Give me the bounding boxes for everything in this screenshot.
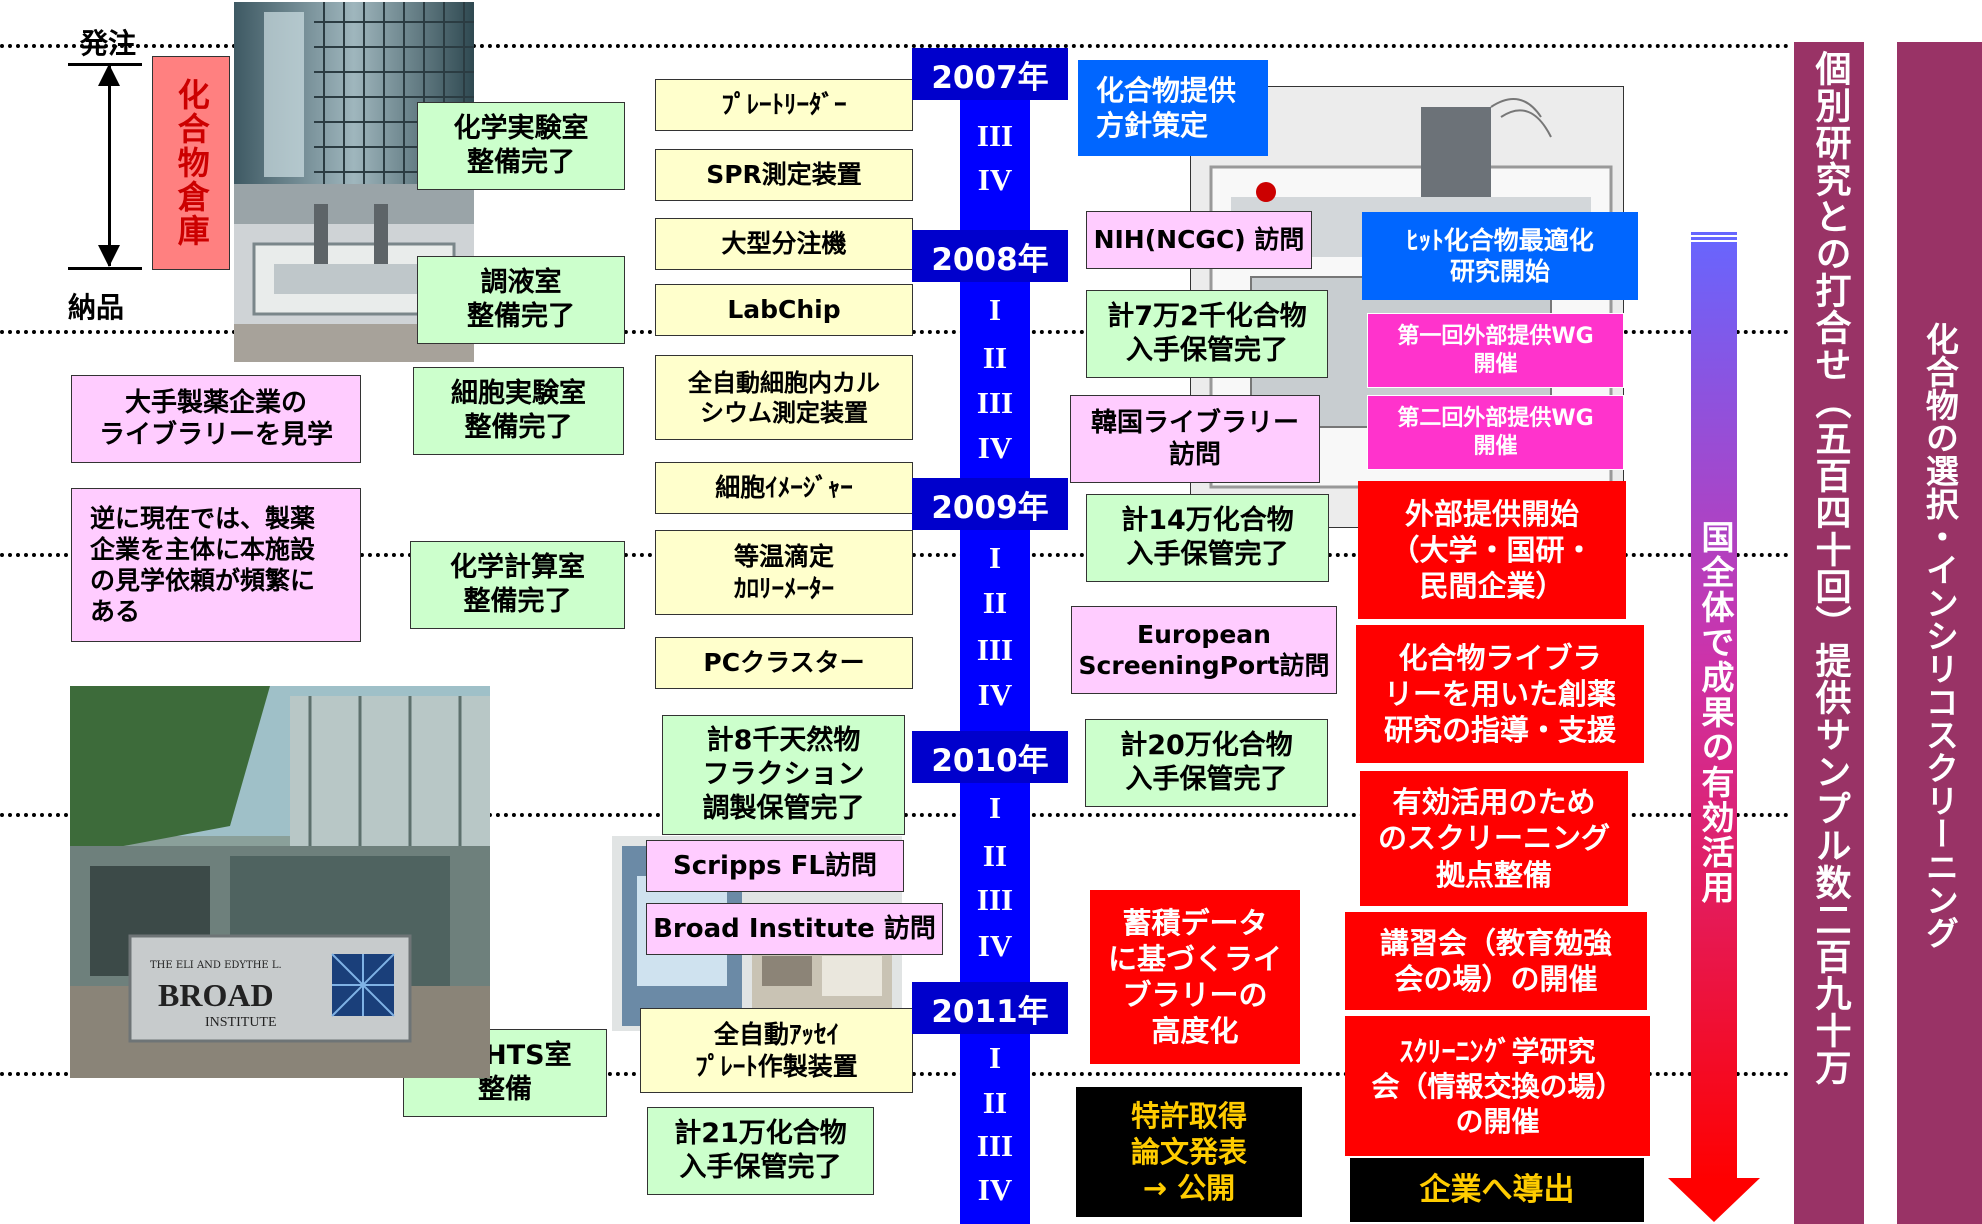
wg-second: 第二回外部提供WG 開催 [1367,395,1624,470]
equipment-plate-reader: ﾌﾟﾚｰﾄﾘｰﾀﾞｰ [655,79,913,131]
quarter-label: I [988,1040,1002,1075]
visit-scripps: Scripps FL訪問 [646,840,904,892]
equipment-labchip: LabChip [655,284,913,336]
wg-first: 第一回外部提供WG 開催 [1367,313,1624,388]
pharma-library-visit: 大手製薬企業の ライブラリーを見学 [71,375,361,463]
library-advancement: 蓄積データ に基づくライ ブラリーの 高度化 [1090,890,1300,1064]
equipment-spr: SPR測定装置 [655,149,913,201]
quarter-label: III [976,118,1014,153]
room-solution-prep: 調液室 整備完了 [417,256,625,344]
room-chemistry-lab: 化学実験室 整備完了 [417,102,625,190]
equipment-pc-cluster: PCクラスター [655,637,913,689]
arrow-up-icon [98,64,120,86]
quarter-label: II [982,1085,1008,1120]
year-2008: 2008年 [912,230,1068,282]
screening-base: 有効活用のため のスクリーニング 拠点整備 [1360,771,1628,906]
quarter-label: IV [977,1172,1013,1207]
quarter-label: IV [977,430,1013,465]
room-computational: 化学計算室 整備完了 [410,541,625,629]
industry-transfer: 企業へ導出 [1350,1158,1644,1222]
year-2011: 2011年 [912,982,1068,1034]
quarter-label: IV [977,677,1013,712]
broad-sign-small: THE ELI AND EDYTHE L. [150,960,282,971]
warehouse-label: 化合物倉庫 [152,56,230,270]
year-2009: 2009年 [912,478,1068,530]
total-140k: 計14万化合物 入手保管完了 [1086,494,1329,582]
nationwide-label: 国全体で成果の有効活用 [1696,520,1735,905]
quarter-label: I [988,292,1002,327]
delivery-bar [68,267,142,270]
broad-institute-photo: THE ELI AND EDYTHE L. BROAD INSTITUTE [70,686,490,1078]
year-2010: 2010年 [912,731,1068,783]
policy-box: 化合物提供 方針策定 [1078,60,1268,156]
nationwide-arrow [1691,230,1737,1180]
quarter-label: II [982,838,1008,873]
broad-sign-big: BROAD [158,977,274,1013]
quarter-label: II [982,585,1008,620]
fraction-total: 計8千天然物 フラクション 調製保管完了 [662,715,905,835]
arrow-down-icon [98,245,120,267]
reverse-visit-note: 逆に現在では、製薬 企業を主体に本施設 の見学依頼が頻繁に ある [71,488,361,642]
broad-sign-sub: INSTITUTE [205,1015,277,1030]
delivery-label: 納品 [68,291,125,324]
room-cell-lab: 細胞実験室 整備完了 [413,367,624,455]
visit-broad: Broad Institute 訪問 [646,903,943,955]
warehouse-rack-photo [234,2,474,184]
visit-nih: NIH(NCGC) 訪問 [1086,211,1312,269]
quarter-label: I [988,790,1002,825]
drug-discovery-guidance: 化合物ライブラ リーを用いた創薬 研究の指導・支援 [1356,625,1644,763]
equipment-dispenser: 大型分注機 [655,218,913,270]
quarter-label: II [982,340,1008,375]
visit-european: European ScreeningPort訪問 [1071,606,1337,694]
order-label: 発注 [80,27,137,60]
visit-korea: 韓国ライブラリー 訪問 [1070,395,1320,483]
quarter-label: I [988,540,1002,575]
total-200k: 計20万化合物 入手保管完了 [1085,719,1328,807]
hit-optimization: ﾋｯﾄ化合物最適化 研究開始 [1362,212,1638,300]
order-arrow [108,66,111,266]
equipment-calcium: 全自動細胞内カル シウム測定装置 [655,355,913,440]
external-supply-start: 外部提供開始 （大学・国研・ 民間企業） [1358,481,1626,619]
quarter-label: III [976,882,1014,917]
workshop: 講習会（教育勉強 会の場）の開催 [1345,912,1647,1010]
equipment-assay-plate: 全自動ｱｯｾｲ ﾌﾟﾚｰﾄ作製装置 [640,1008,913,1093]
quarter-label: III [976,1128,1014,1163]
quarter-label: IV [977,928,1013,963]
quarter-label: III [976,385,1014,420]
arrow-down-icon [1668,1178,1760,1222]
total-210k: 計21万化合物 入手保管完了 [647,1107,874,1195]
quarter-label: III [976,632,1014,667]
year-2007: 2007年 [912,48,1068,100]
equipment-itc: 等温滴定 ｶﾛﾘｰﾒｰﾀｰ [655,530,913,615]
insilico-bar: 化合物の選択・インシリコスクリーニング [1897,42,1982,1224]
screening-society: ｽｸﾘｰﾆﾝｸﾞ学研究 会（情報交換の場） の開催 [1345,1016,1650,1156]
separator-line [0,44,1790,48]
equipment-cell-imager: 細胞ｲﾒｰｼﾞｬｰ [655,462,913,514]
patent-publication: 特許取得 論文発表 → 公開 [1076,1087,1302,1217]
total-72k: 計7万2千化合物 入手保管完了 [1086,290,1328,378]
meetings-bar: 個別研究との打合せ（五百四十回）提供サンプル数二百九十万 [1794,42,1864,1224]
quarter-label: IV [977,162,1013,197]
